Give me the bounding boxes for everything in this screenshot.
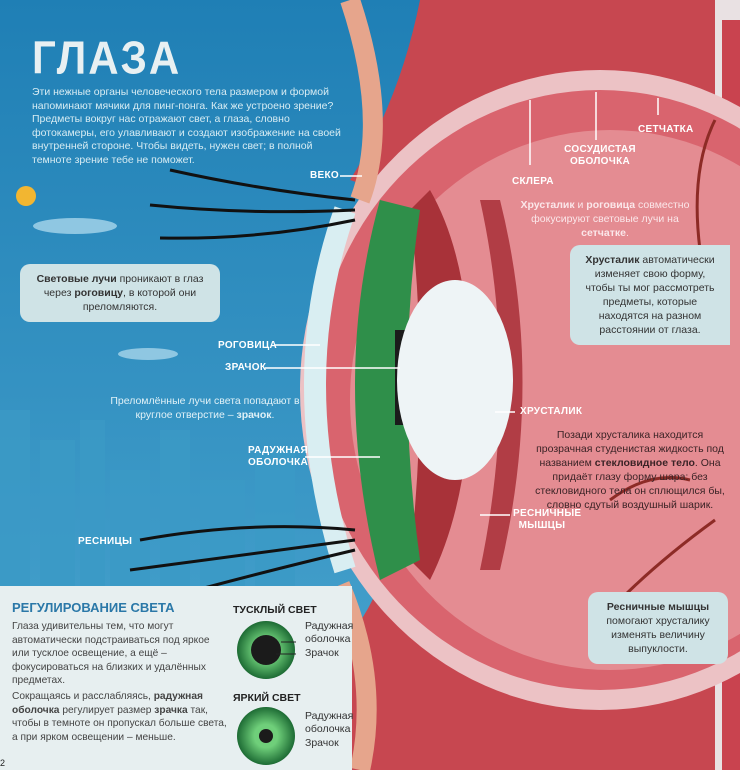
page-number: 2 <box>0 758 6 768</box>
bright-pupil-label: Зрачок <box>305 737 339 749</box>
label-cornea: РОГОВИЦА <box>218 340 277 351</box>
label-choroid: СОСУДИСТАЯ ОБОЛОЧКА <box>564 144 636 167</box>
intro-text: Эти нежные органы человеческого тела раз… <box>32 86 341 166</box>
eyelashes <box>129 168 356 602</box>
note-lens: Хрусталик автоматически изменяет свою фо… <box>570 245 730 345</box>
dim-eye-diagram <box>237 621 296 679</box>
bright-light-heading: ЯРКИЙ СВЕТ <box>233 692 301 704</box>
label-retina: СЕТЧАТКА <box>638 124 694 135</box>
dim-light-heading: ТУСКЛЫЙ СВЕТ <box>233 604 317 616</box>
bright-iris-label: Радужная оболочка <box>305 710 354 735</box>
sun-icon <box>16 186 36 206</box>
dim-pupil-label: Зрачок <box>305 647 339 659</box>
note-ciliary: Ресничные мышцы помогают хрусталику изме… <box>588 592 728 664</box>
label-eyelashes: РЕСНИЦЫ <box>78 536 133 547</box>
light-regulation-panel: РЕГУЛИРОВАНИЕ СВЕТА Глаза удивительны те… <box>0 586 354 770</box>
dim-iris-label: Радужная оболочка <box>305 620 354 645</box>
note-vitreous: Позади хрусталика находится прозрачная с… <box>535 429 725 511</box>
paragraph-2: Сокращаясь и расслабляясь, радужная обол… <box>12 691 227 743</box>
note-pupil: Преломлённые лучи света попадают в кругл… <box>110 395 300 421</box>
label-pupil: ЗРАЧОК <box>225 362 267 373</box>
label-iris: РАДУЖНАЯ ОБОЛОЧКА <box>248 445 309 468</box>
label-eyelid: ВЕКО <box>310 170 339 181</box>
lens <box>397 280 513 480</box>
page-title: ГЛАЗА <box>32 31 182 84</box>
label-sclera: СКЛЕРА <box>512 176 554 187</box>
paragraph-1: Глаза удивительны тем, что могут автомат… <box>12 621 210 686</box>
note-focus: Хрусталик и роговица совместно фокусирую… <box>520 199 690 239</box>
label-ciliary: РЕСНИЧНЫЕ МЫШЦЫ <box>513 508 582 531</box>
bright-eye-diagram <box>237 707 295 765</box>
label-lens: ХРУСТАЛИК <box>520 406 583 417</box>
section-heading: РЕГУЛИРОВАНИЕ СВЕТА <box>12 600 175 615</box>
note-light-rays: Световые лучи проникают в глаз через рог… <box>20 264 220 322</box>
